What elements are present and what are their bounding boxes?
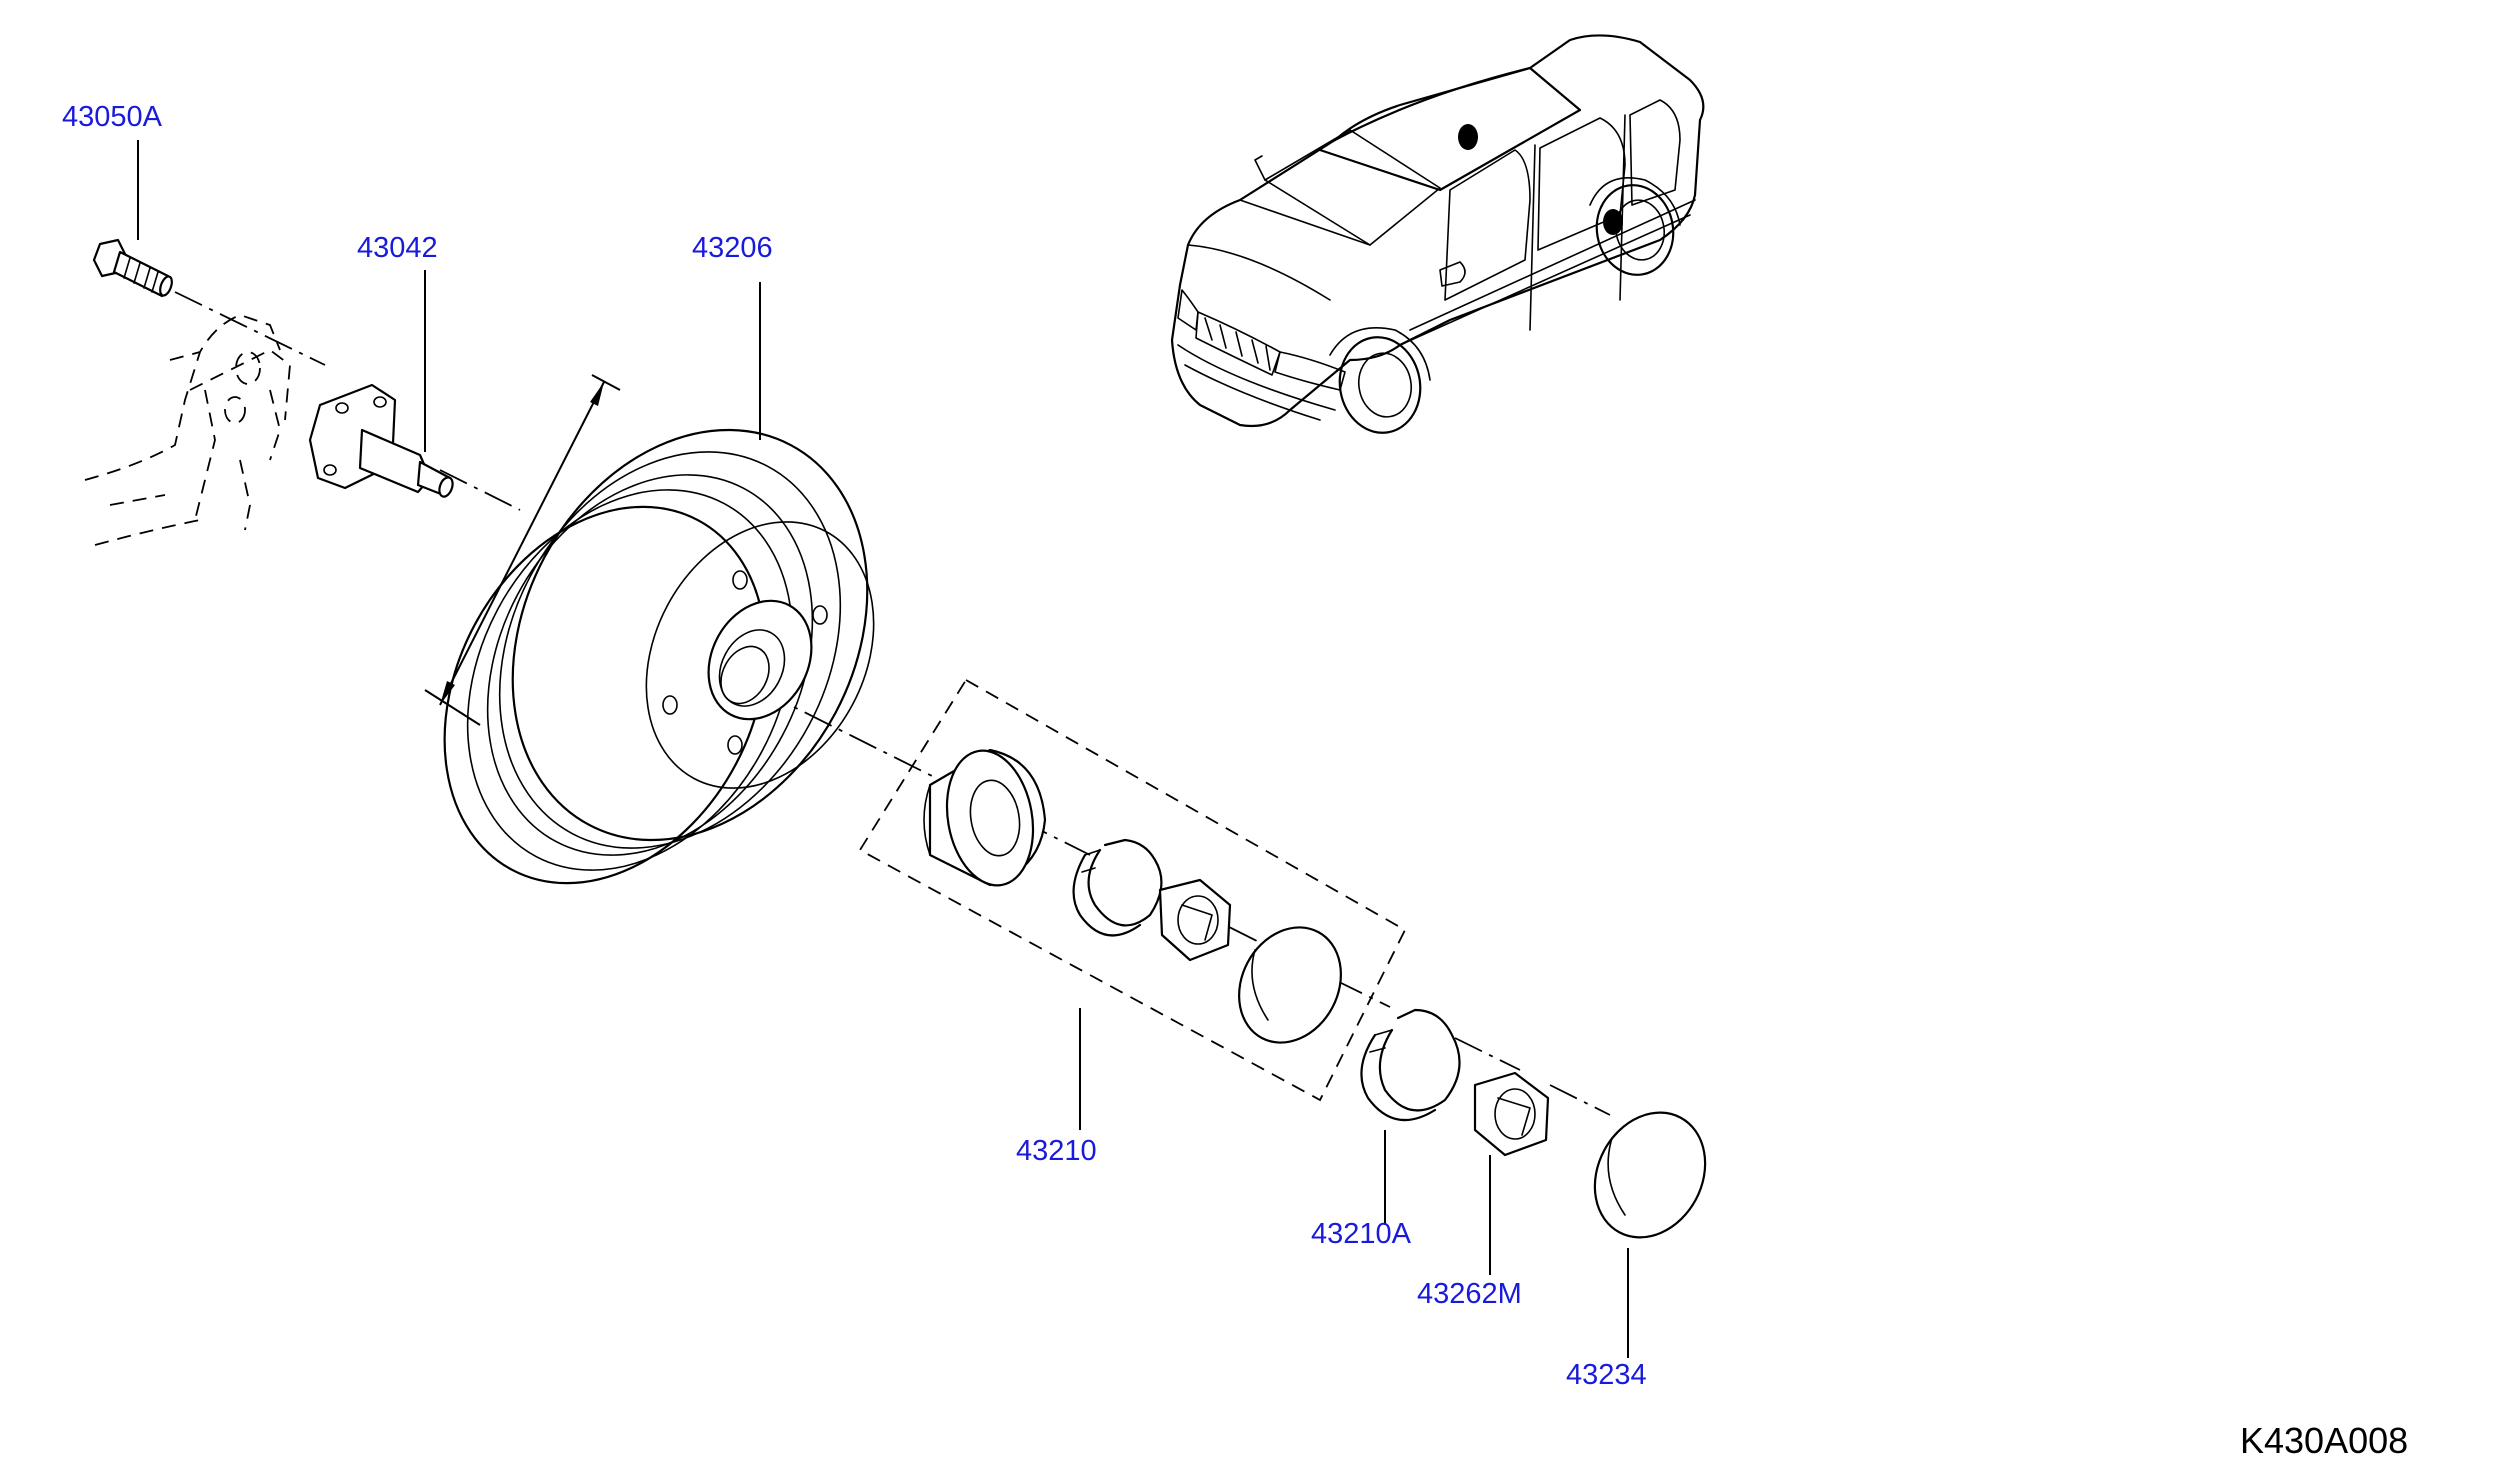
part-label-43050A[interactable]: 43050A bbox=[62, 101, 163, 133]
hub-nut-part[interactable] bbox=[1473, 1071, 1550, 1157]
part-label-43206[interactable]: 43206 bbox=[692, 232, 773, 264]
part-label-43262M[interactable]: 43262M bbox=[1417, 1278, 1522, 1310]
leader-lines bbox=[137, 140, 1629, 1358]
vehicle-illustration bbox=[1170, 34, 1705, 434]
roof-location-marker bbox=[1458, 124, 1478, 150]
part-label-43042[interactable]: 43042 bbox=[357, 232, 438, 264]
part-label-43210[interactable]: 43210 bbox=[1016, 1135, 1097, 1167]
hub-cap-part[interactable] bbox=[1574, 1093, 1727, 1257]
diagram-code: K430A008 bbox=[2240, 1420, 2408, 1461]
brake-drum-part[interactable] bbox=[381, 368, 936, 940]
axle-housing-outline bbox=[84, 314, 291, 546]
part-label-43210A[interactable]: 43210A bbox=[1311, 1218, 1412, 1250]
rear-wheel-location-marker bbox=[1603, 209, 1623, 235]
circlip-part[interactable] bbox=[1360, 1008, 1461, 1122]
spindle-part[interactable] bbox=[308, 383, 455, 498]
part-label-43234[interactable]: 43234 bbox=[1566, 1359, 1647, 1391]
assembly-axis-line bbox=[174, 291, 1611, 1116]
bearing-kit-part[interactable] bbox=[858, 678, 1407, 1102]
hub-bolt-part[interactable] bbox=[92, 238, 174, 298]
